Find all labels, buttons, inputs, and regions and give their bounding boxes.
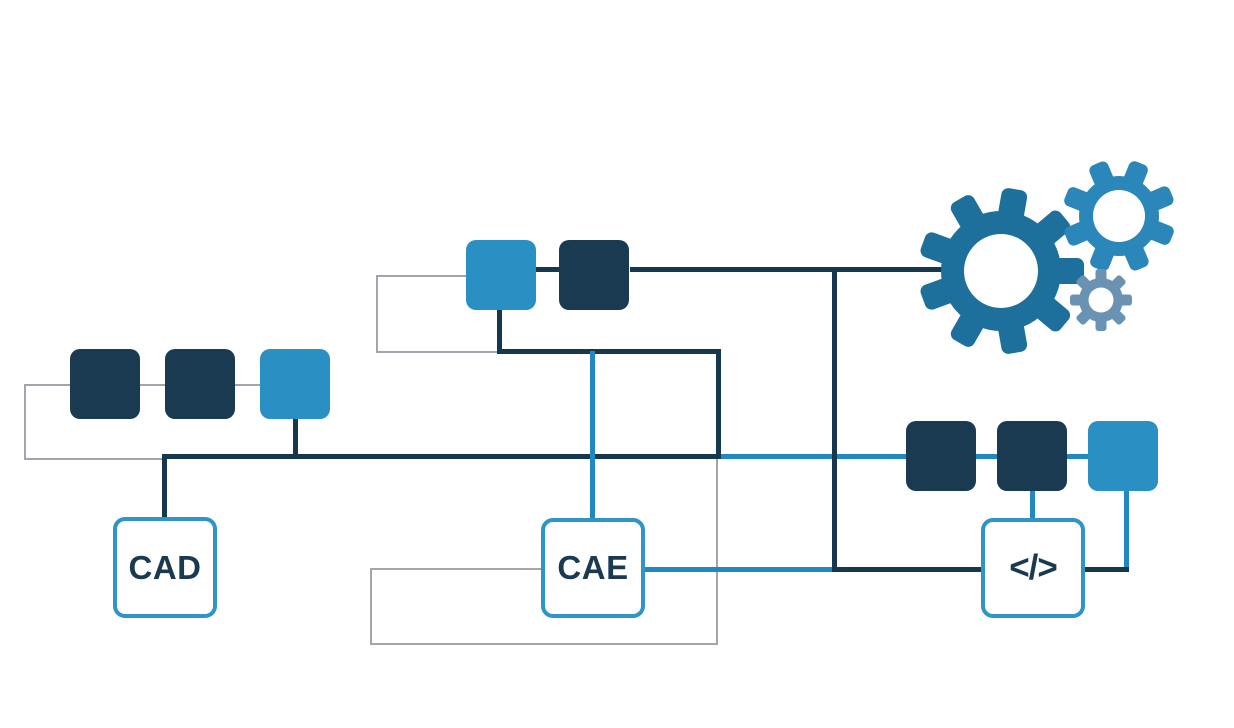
connector-blue-right-square-drop [1124, 490, 1129, 570]
connector-gray-left-vert [24, 384, 26, 460]
blue-module-square [1088, 421, 1158, 491]
navy-module-square [70, 349, 140, 419]
connector-dark-leftsquare-drop [293, 418, 298, 459]
connector-gray-cae-top [370, 568, 545, 570]
module-cluster-right [906, 421, 1158, 491]
module-cluster-left [70, 349, 330, 419]
gears-illustration [920, 161, 1174, 354]
connector-dark-top-gap [536, 267, 559, 272]
gear-large-icon [920, 188, 1084, 354]
blue-module-square [466, 240, 536, 310]
navy-module-square [997, 421, 1067, 491]
connector-dark-cad-drop [162, 454, 167, 518]
cad-label: CAD [128, 548, 202, 586]
gear-small-icon [1070, 269, 1132, 331]
connector-blue-code-drop [1030, 490, 1035, 519]
blue-module-square [260, 349, 330, 419]
cad-node-box: CAD [113, 517, 217, 618]
navy-module-square [559, 240, 629, 310]
cae-node-box: CAE [541, 518, 645, 618]
connector-dark-topsquare-drop [497, 309, 502, 354]
connector-gray-left-top [24, 384, 296, 386]
connector-dark-gear-branch-vert [832, 267, 837, 572]
connector-blue-cae-drop [590, 351, 595, 518]
connector-dark-main-horizontal [164, 454, 721, 459]
code-node-box: </> [981, 518, 1085, 618]
navy-module-square [906, 421, 976, 491]
connector-gray-cae-left [370, 569, 372, 645]
navy-module-square [165, 349, 235, 419]
connector-dark-mid-horizontal [497, 349, 721, 354]
connector-dark-to-code-box [832, 567, 1129, 572]
connector-blue-cae-right [645, 567, 835, 572]
code-glyph: </> [1009, 548, 1058, 587]
gear-medium-icon [1064, 161, 1174, 271]
cae-label: CAE [557, 549, 629, 586]
connector-gray-left-bottom [24, 458, 164, 460]
connector-gray-cae-right-vert [716, 457, 718, 645]
connector-dark-top-to-gears [630, 267, 970, 272]
module-cluster-top-middle [466, 240, 629, 310]
connector-dark-mid-vert [716, 349, 721, 459]
connector-gray-cae-bottom [370, 643, 718, 645]
